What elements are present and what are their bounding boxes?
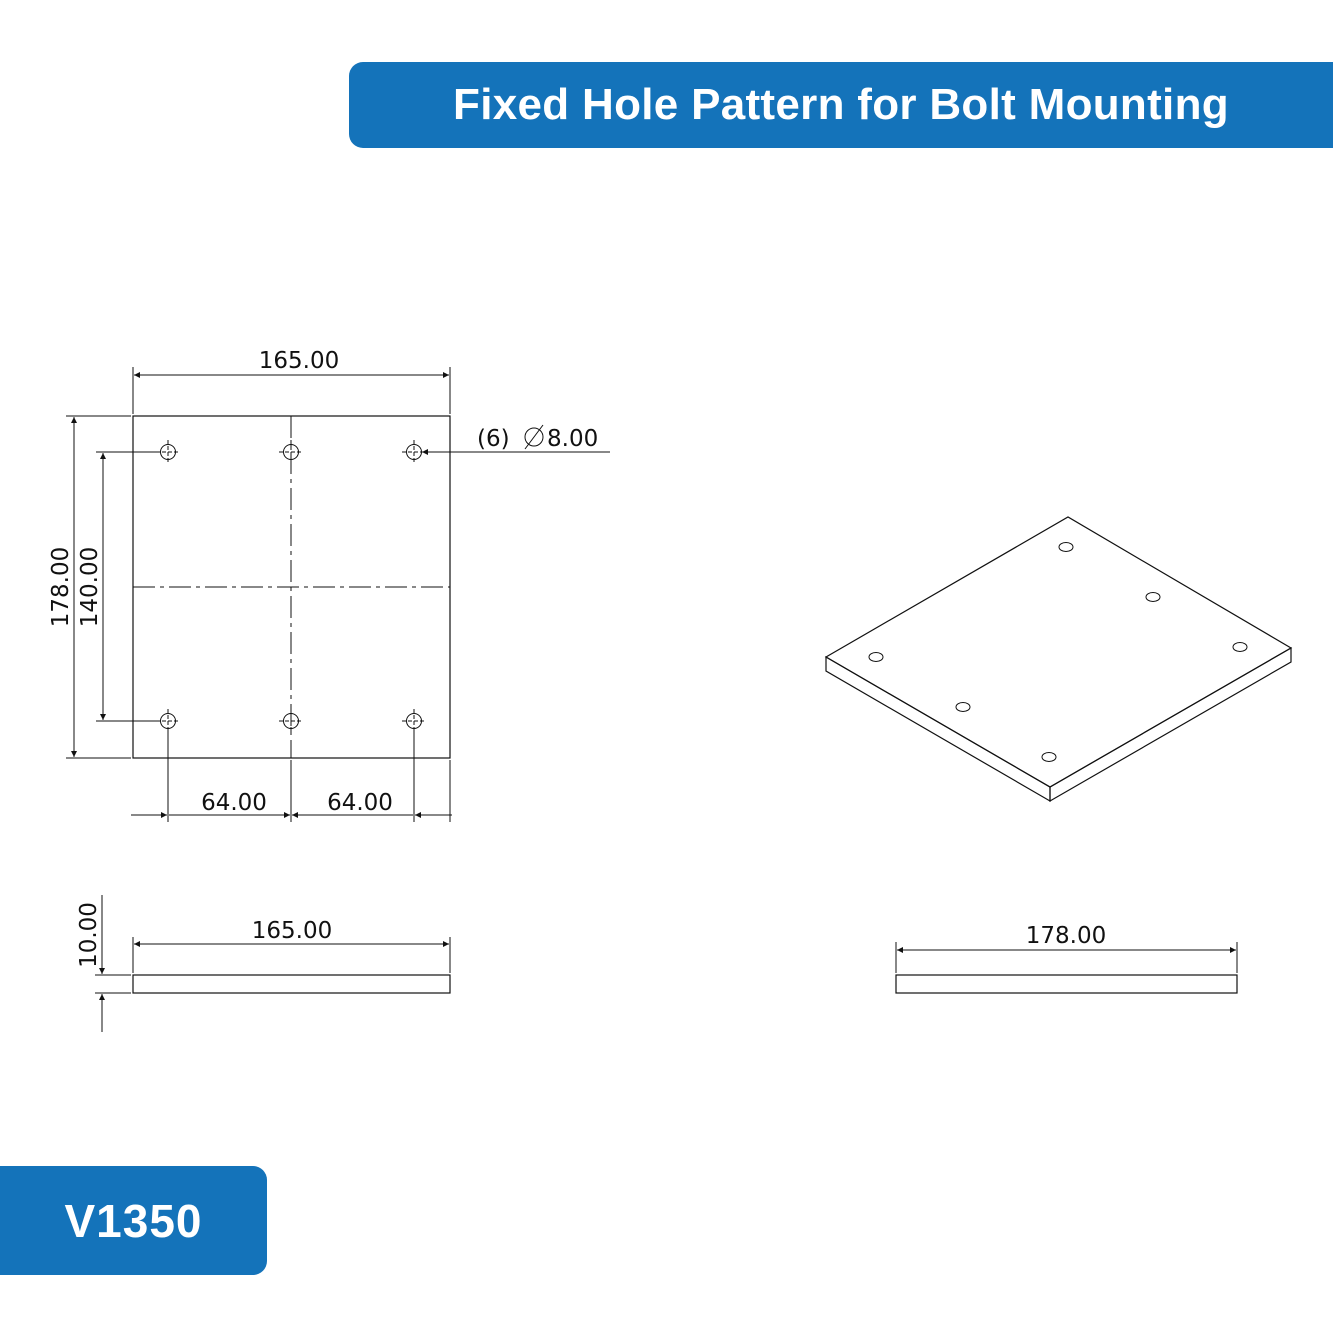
model-badge: V1350 <box>0 1166 267 1275</box>
hole <box>279 440 303 464</box>
side-view: 178.00 <box>895 923 1238 994</box>
hole <box>156 440 180 464</box>
hole <box>1145 592 1161 602</box>
plate-left-edge <box>825 655 1051 803</box>
dimension-overall-height: 178.00 <box>48 415 131 759</box>
hole <box>868 652 884 662</box>
dimension-hole-spacing-horizontal: 64.00 64.00 <box>131 730 452 822</box>
hole-marks <box>156 440 426 733</box>
top-view: 165.00 178.00 140.00 (6) 8.00 <box>48 348 610 822</box>
dimension-label: 64.00 <box>201 790 267 816</box>
hole <box>1232 642 1248 652</box>
hole <box>1041 752 1057 762</box>
front-view: 165.00 10.00 <box>76 895 451 1032</box>
hole <box>402 709 426 733</box>
dimension-label: 178.00 <box>48 547 74 627</box>
dimension-label: 140.00 <box>77 547 103 627</box>
dimension-side-depth: 178.00 <box>895 923 1238 973</box>
hole-diameter-label: 8.00 <box>547 426 598 452</box>
page-title: Fixed Hole Pattern for Bolt Mounting <box>453 80 1229 129</box>
isometric-view <box>824 516 1293 803</box>
hole <box>279 709 303 733</box>
hole-count-label: (6) <box>477 426 510 452</box>
dimension-thickness: 10.00 <box>76 895 131 1032</box>
plate-top-face <box>824 516 1293 788</box>
hole-marks <box>868 542 1248 762</box>
plate-right-edge <box>1049 646 1292 803</box>
title-banner: Fixed Hole Pattern for Bolt Mounting <box>349 62 1333 148</box>
dimension-top-width: 165.00 <box>132 348 451 414</box>
dimension-label: 64.00 <box>327 790 393 816</box>
plate-side-outline <box>895 974 1238 994</box>
hole-callout: (6) 8.00 <box>422 424 610 455</box>
dimension-label: 165.00 <box>259 348 339 374</box>
dimension-side-width: 165.00 <box>132 918 451 973</box>
dimension-hole-spacing-vertical: 140.00 <box>77 451 160 722</box>
diameter-icon <box>524 424 544 450</box>
hole <box>1058 542 1074 552</box>
dimension-label: 10.00 <box>76 902 102 968</box>
dimension-label: 178.00 <box>1026 923 1106 949</box>
model-number: V1350 <box>64 1194 203 1247</box>
hole <box>955 702 971 712</box>
plate-side-outline <box>132 974 451 994</box>
dimension-label: 165.00 <box>252 918 332 944</box>
